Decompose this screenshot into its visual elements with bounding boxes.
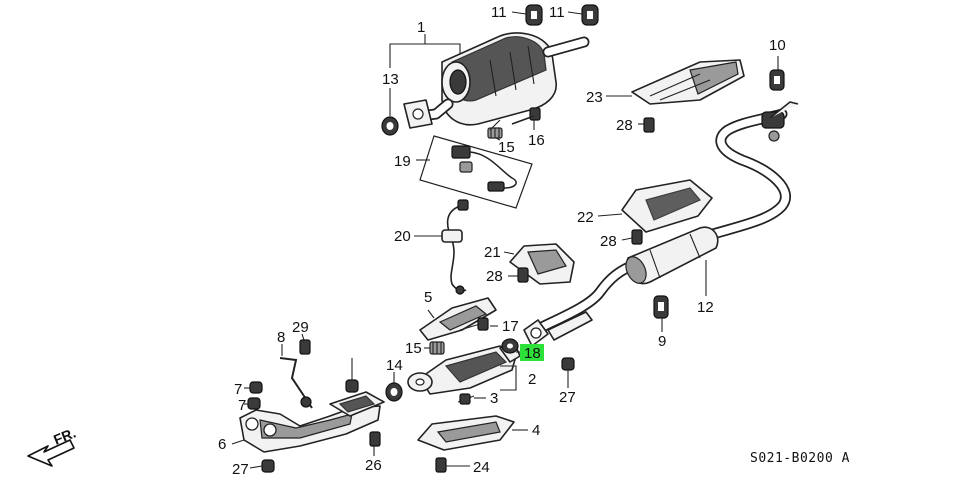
rubber-hanger-11a: [525, 4, 543, 26]
callout-15a: 15: [498, 139, 515, 156]
callout-22: 22: [577, 209, 594, 226]
callout-28a: 28: [616, 117, 633, 134]
oxygen-sensor-20: [441, 199, 469, 295]
callout-17: 17: [502, 318, 519, 335]
nut-18: [501, 338, 519, 354]
callout-24: 24: [473, 459, 490, 476]
callout-23: 23: [586, 89, 603, 106]
heat-shield-5: [419, 297, 497, 341]
callout-4: 4: [532, 422, 540, 439]
heat-shield-23: [631, 59, 745, 105]
callout-14: 14: [386, 357, 403, 374]
leader-lines: [231, 11, 779, 469]
bolt-28a: [643, 117, 655, 133]
callout-labels: 1 2 3 4 5 6 7 7 8 9 10 11 11 12 13 14 15…: [218, 4, 786, 478]
bolt-26: [369, 431, 381, 447]
callout-29: 29: [292, 319, 309, 336]
callout-12: 12: [697, 299, 714, 316]
pipe-hanger-bracket: [761, 101, 799, 142]
heat-shield-22: [621, 179, 713, 233]
nut-27a: [561, 357, 575, 371]
bolt-24: [435, 457, 447, 473]
callout-28c: 28: [486, 268, 503, 285]
callout-9: 9: [658, 333, 666, 350]
diagram-code: S021-B0200 A: [750, 451, 850, 466]
highlight-box-18: [520, 344, 544, 361]
callout-3: 3: [490, 390, 498, 407]
callout-28b: 28: [600, 233, 617, 250]
heat-shield-4: [417, 415, 515, 451]
callout-16: 16: [528, 132, 545, 149]
callout-13: 13: [382, 71, 399, 88]
pipe-flange: [523, 311, 593, 347]
oxygen-sensor-kit: [419, 135, 533, 209]
nut-7b: [247, 397, 261, 410]
heat-shield-21: [509, 243, 575, 285]
callout-27b: 27: [232, 461, 249, 478]
callout-11b: 11: [549, 4, 565, 21]
gasket-13: [381, 116, 399, 136]
exhaust-manifold: [239, 391, 385, 453]
muffler: [403, 32, 590, 129]
bolt-29: [299, 339, 311, 355]
direction-label: FR.: [51, 424, 78, 447]
nut-7a: [249, 381, 263, 394]
callout-27a: 27: [559, 389, 576, 406]
callout-26: 26: [365, 457, 382, 474]
resonator: [625, 226, 719, 285]
callout-18: 18: [524, 345, 541, 362]
callout-6: 6: [218, 436, 226, 453]
bolt-17: [459, 317, 489, 331]
callout-7b: 7: [238, 397, 246, 414]
spring-15-lower: [429, 341, 445, 355]
exhaust-pipe-b: [534, 108, 791, 334]
callout-21: 21: [484, 244, 501, 261]
callout-19: 19: [394, 153, 411, 170]
callout-10: 10: [769, 37, 786, 54]
callout-15b: 15: [405, 340, 422, 357]
callout-1: 1: [417, 19, 425, 36]
callout-20: 20: [394, 228, 411, 245]
nut-27b: [261, 459, 275, 473]
rubber-hanger-11b: [581, 4, 599, 26]
rubber-hanger-9: [653, 295, 669, 319]
spring-15-upper: [487, 127, 503, 139]
bolt-28b: [631, 229, 643, 245]
rubber-hanger-10: [769, 69, 785, 91]
bolt-28c: [517, 267, 529, 283]
gasket-14: [385, 382, 403, 402]
callout-5: 5: [424, 289, 432, 306]
front-direction-arrow: FR.: [27, 424, 78, 467]
nut-25: [345, 379, 359, 393]
bracket-8: [279, 357, 313, 409]
bolt-16: [511, 107, 541, 125]
bolt-3: [457, 393, 475, 405]
callout-7a: 7: [234, 381, 242, 398]
callout-2: 2: [528, 371, 536, 388]
callout-8: 8: [277, 329, 285, 346]
callout-11a: 11: [491, 4, 507, 21]
